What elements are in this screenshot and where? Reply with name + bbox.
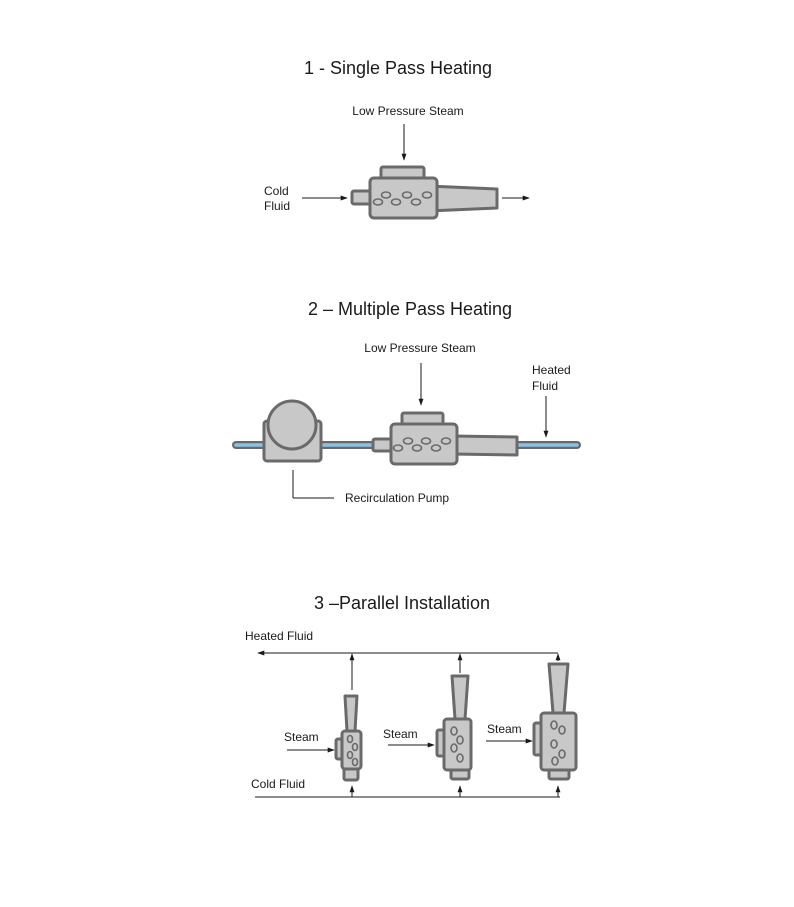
parallel-heated-label: Heated Fluid <box>245 629 313 643</box>
single-pass-heater <box>350 165 499 220</box>
recirculation-pump <box>262 399 323 463</box>
multiple-pass-steam-label: Low Pressure Steam <box>364 341 475 355</box>
parallel-title: 3 –Parallel Installation <box>314 593 490 613</box>
parallel-heater-3 <box>532 662 578 781</box>
parallel-heater-1 <box>334 694 363 782</box>
single-pass-cold-label: Cold <box>264 184 289 198</box>
parallel-heater-2 <box>435 674 473 781</box>
parallel-steam-label-2: Steam <box>383 727 418 741</box>
recirculation-pump-label: Recirculation Pump <box>345 491 449 505</box>
multiple-pass-section: 2 – Multiple Pass Heating Low Pressure S… <box>232 299 581 505</box>
multiple-pass-heated-label: Heated <box>532 363 571 377</box>
single-pass-section: 1 - Single Pass Heating Low Pressure Ste… <box>264 58 530 220</box>
single-pass-steam-label: Low Pressure Steam <box>352 104 463 118</box>
parallel-steam-label-3: Steam <box>487 722 522 736</box>
parallel-cold-label: Cold Fluid <box>251 777 305 791</box>
multiple-pass-heated-label-2: Fluid <box>532 379 558 393</box>
single-pass-cold-label-2: Fluid <box>264 199 290 213</box>
multiple-pass-heater <box>371 411 519 466</box>
parallel-steam-label-1: Steam <box>284 730 319 744</box>
parallel-section: 3 –Parallel Installation Heated Fluid Co… <box>245 593 578 798</box>
single-pass-title: 1 - Single Pass Heating <box>304 58 492 78</box>
multiple-pass-title: 2 – Multiple Pass Heating <box>308 299 512 319</box>
